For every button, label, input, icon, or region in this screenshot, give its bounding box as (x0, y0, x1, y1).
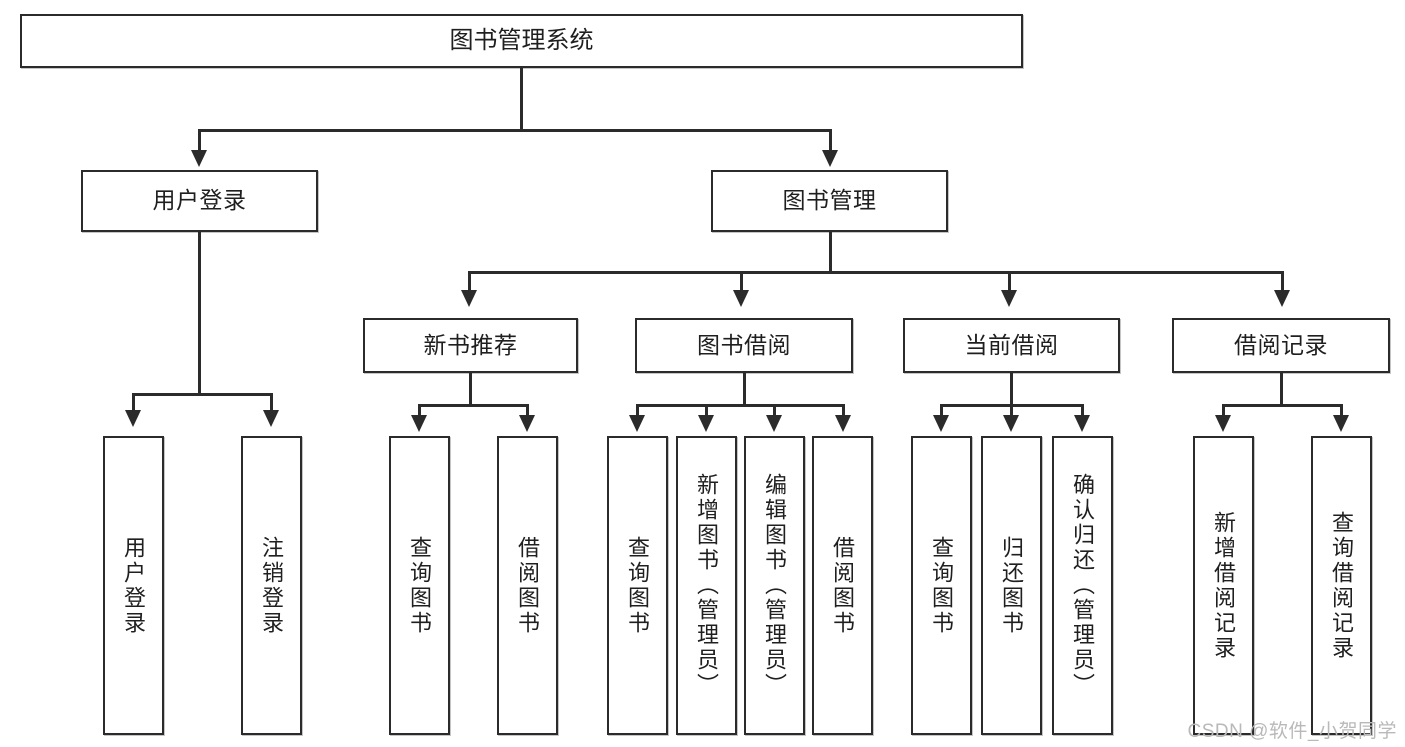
leaf-current-borrow-return[interactable]: 归还图书 (981, 436, 1042, 735)
edge-borrow-record-bus (1222, 404, 1342, 407)
edge-book-manage-trunk (829, 232, 832, 272)
edge-user-login-drop-1 (132, 393, 135, 413)
arrow-leaf-new-book-1 (411, 415, 427, 432)
edge-book-borrow-drop-1 (636, 404, 639, 418)
arrow-leaf-book-borrow-1 (629, 415, 645, 432)
node-user-login[interactable]: 用户登录 (81, 170, 318, 232)
arrow-leaf-user-login-2 (263, 410, 279, 427)
edge-to-user-login (198, 129, 201, 154)
leaf-new-book-query[interactable]: 查询图书 (389, 436, 450, 735)
node-label: 确认归还（管理员） (1070, 473, 1096, 698)
node-label: 借阅图书 (515, 535, 541, 636)
node-label: 图书管理系统 (449, 26, 594, 54)
arrow-to-user-login (191, 150, 207, 167)
arrow-leaf-current-borrow-2 (1003, 415, 1019, 432)
node-label: 新书推荐 (423, 331, 518, 358)
leaf-current-borrow-query[interactable]: 查询图书 (911, 436, 972, 735)
leaf-new-book-borrow[interactable]: 借阅图书 (497, 436, 558, 735)
arrow-leaf-borrow-record-2 (1333, 415, 1349, 432)
arrow-leaf-current-borrow-1 (933, 415, 949, 432)
node-label: 归还图书 (999, 535, 1025, 636)
leaf-borrow-record-query[interactable]: 查询借阅记录 (1311, 436, 1372, 735)
leaf-book-borrow-query[interactable]: 查询图书 (607, 436, 668, 735)
arrow-to-borrow-record (1274, 290, 1290, 307)
arrow-to-book-manage (822, 150, 838, 167)
leaf-book-borrow-edit[interactable]: 编辑图书（管理员） (744, 436, 805, 735)
arrow-to-book-borrow (733, 290, 749, 307)
node-label: 新增借阅记录 (1211, 510, 1237, 661)
leaf-user-login-login[interactable]: 用户登录 (103, 436, 164, 735)
edge-user-login-bus (132, 393, 272, 396)
arrow-to-current-borrow (1001, 290, 1017, 307)
leaf-current-borrow-confirm-return[interactable]: 确认归还（管理员） (1052, 436, 1113, 735)
arrow-leaf-user-login-1 (125, 410, 141, 427)
arrow-leaf-book-borrow-3 (766, 415, 782, 432)
arrow-leaf-book-borrow-2 (698, 415, 714, 432)
node-label: 当前借阅 (964, 331, 1059, 358)
arrow-leaf-new-book-2 (519, 415, 535, 432)
arrow-leaf-book-borrow-4 (835, 415, 851, 432)
leaf-user-login-logout[interactable]: 注销登录 (241, 436, 302, 735)
node-current-borrow[interactable]: 当前借阅 (903, 318, 1120, 373)
node-label: 查询图书 (625, 535, 651, 636)
node-label: 查询图书 (407, 535, 433, 636)
edge-level2-bus (198, 129, 832, 132)
edge-book-borrow-bus (636, 404, 844, 407)
edge-to-current-borrow (1008, 271, 1011, 293)
edge-book-borrow-trunk (743, 373, 746, 406)
edge-book-borrow-drop-4 (842, 404, 845, 418)
edge-to-new-book (468, 271, 471, 293)
arrow-to-new-book (461, 290, 477, 307)
arrow-leaf-current-borrow-3 (1074, 415, 1090, 432)
arrow-leaf-borrow-record-1 (1215, 415, 1231, 432)
edge-new-book-drop-1 (418, 404, 421, 418)
node-label: 图书借阅 (697, 331, 791, 358)
edge-root-trunk (520, 68, 523, 130)
edge-current-borrow-drop-3 (1081, 404, 1084, 418)
node-new-book-recommend[interactable]: 新书推荐 (363, 318, 578, 373)
node-label: 借阅图书 (830, 535, 856, 636)
node-label: 用户登录 (152, 187, 247, 214)
node-label: 注销登录 (259, 535, 285, 636)
edge-current-borrow-drop-2 (1010, 404, 1013, 418)
leaf-borrow-record-add[interactable]: 新增借阅记录 (1193, 436, 1254, 735)
edge-to-borrow-record (1281, 271, 1284, 293)
node-label: 图书管理 (782, 187, 877, 214)
leaf-book-borrow-add[interactable]: 新增图书（管理员） (676, 436, 737, 735)
node-label: 编辑图书（管理员） (762, 473, 788, 698)
edge-book-borrow-drop-3 (773, 404, 776, 418)
edge-new-book-trunk (469, 373, 472, 406)
edge-book-borrow-drop-2 (705, 404, 708, 418)
node-borrow-record[interactable]: 借阅记录 (1172, 318, 1390, 373)
edge-current-borrow-drop-1 (940, 404, 943, 418)
edge-to-book-manage (829, 129, 832, 154)
edge-borrow-record-trunk (1280, 373, 1283, 406)
node-book-management[interactable]: 图书管理 (711, 170, 948, 232)
node-book-borrow[interactable]: 图书借阅 (635, 318, 853, 373)
edge-level3-bus (468, 271, 1283, 274)
node-label: 查询图书 (929, 535, 955, 636)
leaf-book-borrow-borrow[interactable]: 借阅图书 (812, 436, 873, 735)
edge-user-login-trunk (198, 232, 201, 395)
node-label: 借阅记录 (1234, 331, 1328, 358)
node-label: 查询借阅记录 (1329, 510, 1355, 661)
edge-current-borrow-trunk (1010, 373, 1013, 406)
edge-borrow-record-drop-2 (1340, 404, 1343, 418)
node-label: 用户登录 (121, 535, 147, 636)
node-label: 新增图书（管理员） (694, 473, 720, 698)
edge-borrow-record-drop-1 (1222, 404, 1225, 418)
edge-new-book-drop-2 (526, 404, 529, 418)
edge-user-login-drop-2 (270, 393, 273, 413)
edge-new-book-bus (418, 404, 528, 407)
edge-to-book-borrow (740, 271, 743, 293)
node-root-system[interactable]: 图书管理系统 (20, 14, 1023, 68)
